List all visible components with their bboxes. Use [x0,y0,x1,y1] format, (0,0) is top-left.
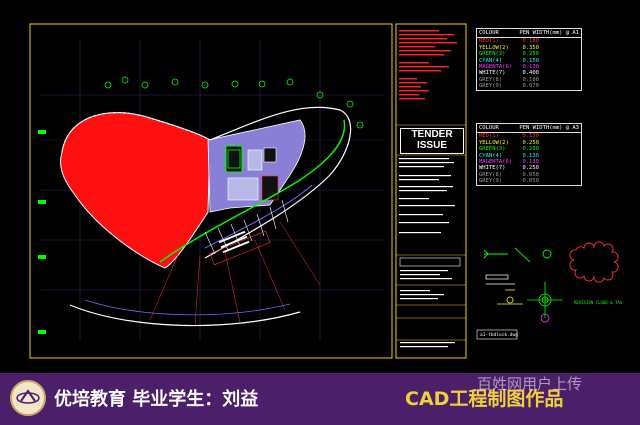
pen-width-value: 0.250 [522,139,539,146]
banner-cad-text: CAD工程制图作品 [405,388,564,410]
tender-issue-label: TENDER ISSUE [411,129,453,151]
pen-table-a3-col-colour: COLOUR [479,125,499,131]
pen-row: YELLOW(2) 0.250 [477,140,581,146]
pen-row: RED(1) 0.180 [477,38,581,44]
green-curve [159,119,346,263]
cad-drawing-canvas: a1-tbdlock.dwg REVISION CLOUD & TAG TEND… [29,23,623,359]
pen-row: CYAN(4) 0.130 [477,153,581,159]
pen-colour-name: GREY(8) [479,171,503,178]
stair-hatch [218,230,250,254]
revision-cloud-label: REVISION CLOUD & TAG [574,300,623,305]
title-block-dividers [396,124,466,341]
banner-student-text: 优培教育 毕业学生：刘益 [54,389,259,410]
pen-colour-name: CYAN(4) [479,152,503,159]
blue-curve [204,184,313,249]
pen-colour-name: GREY(8) [479,76,503,83]
radial-lines [149,221,321,326]
pen-table-a3-header: COLOUR PEN WIDTH(mm) @ A3 [477,124,581,134]
pen-table-a1-col-colour: COLOUR [479,30,499,36]
pen-width-value: 0.250 [522,51,539,58]
pen-row: MAGENTA(6) 0.130 [477,64,581,70]
pen-colour-name: GREY(9) [479,83,503,90]
pen-row: WHITE(7) 0.250 [477,165,581,171]
floor-plan-svg: a1-tbdlock.dwg REVISION CLOUD & TAG [29,23,623,359]
firm-logo [399,257,461,267]
title-block-border [395,23,467,359]
pen-row: WHITE(7) 0.400 [477,70,581,76]
pen-table-a1-col-pen: PEN WIDTH(mm) @ A1 [519,30,579,36]
pen-width-value: 0.400 [522,70,539,77]
pen-colour-name: RED(1) [479,38,499,45]
pen-width-value: 0.130 [522,159,539,166]
pen-width-value: 0.350 [522,44,539,51]
left-annotations [38,130,46,334]
promo-banner [0,373,640,425]
pen-width-value: 0.130 [522,64,539,71]
pen-width-value: 0.150 [522,57,539,64]
pen-row: GREY(9) 0.050 [477,178,581,184]
site-arc-outer [69,304,301,327]
pen-table-a1-header: COLOUR PEN WIDTH(mm) @ A1 [477,29,581,39]
pen-colour-name: YELLOW(2) [479,44,509,51]
pen-colour-name: WHITE(7) [479,165,506,172]
pen-width-value: 0.070 [522,83,539,90]
pen-colour-name: MAGENTA(6) [479,64,513,71]
grid-tag-icon [485,274,515,285]
elevation-marker-icon [497,289,523,305]
watermark-text: 百姓网用户上传 [477,375,583,393]
tender-issue-box: TENDER ISSUE [400,128,464,154]
pen-colour-name: GREY(9) [479,178,503,185]
pen-row: YELLOW(2) 0.350 [477,45,581,51]
pen-colour-name: MAGENTA(6) [479,159,513,166]
pen-colour-name: CYAN(4) [479,57,503,64]
core-rooms [225,145,279,201]
section-marker-icon [483,247,552,263]
pen-row: CYAN(4) 0.150 [477,58,581,64]
pen-colour-name: GREEN(3) [479,51,506,58]
red-zone-edge [61,112,211,153]
site-arc-inner [84,299,291,316]
title-notes-white [399,158,455,234]
grid-bubbles [104,76,364,129]
pen-row: GREEN(3) 0.250 [477,51,581,57]
filename-box [476,329,518,340]
pen-width-value: 0.200 [522,146,539,153]
pen-row: MAGENTA(6) 0.130 [477,159,581,165]
pen-width-value: 0.130 [522,152,539,159]
pen-table-a3-col-pen: PEN WIDTH(mm) @ A3 [519,125,579,131]
section-target-icon [527,282,563,323]
pen-row: RED(1) 0.130 [477,133,581,139]
pen-row: GREY(9) 0.070 [477,83,581,89]
sheet-filename: a1-tbdlock.dwg [480,332,518,338]
pen-colour-name: RED(1) [479,133,499,140]
sheet-border [29,23,393,359]
revision-cloud-icon [569,241,619,283]
pen-width-value: 0.050 [522,178,539,185]
pen-row: GREY(8) 0.050 [477,172,581,178]
pen-width-value: 0.180 [522,38,539,45]
pen-width-value: 0.100 [522,76,539,83]
pen-width-value: 0.050 [522,171,539,178]
firm-details [400,270,455,348]
pen-colour-name: YELLOW(2) [479,139,509,146]
title-notes-red [399,30,457,100]
pen-width-value: 0.130 [522,133,539,140]
pen-row: GREEN(3) 0.200 [477,146,581,152]
outer-wall [204,106,352,259]
school-logo-icon [10,380,46,416]
pen-row: GREY(8) 0.100 [477,77,581,83]
pen-colour-name: WHITE(7) [479,70,506,77]
pen-colour-name: GREEN(3) [479,146,506,153]
pen-width-value: 0.250 [522,165,539,172]
